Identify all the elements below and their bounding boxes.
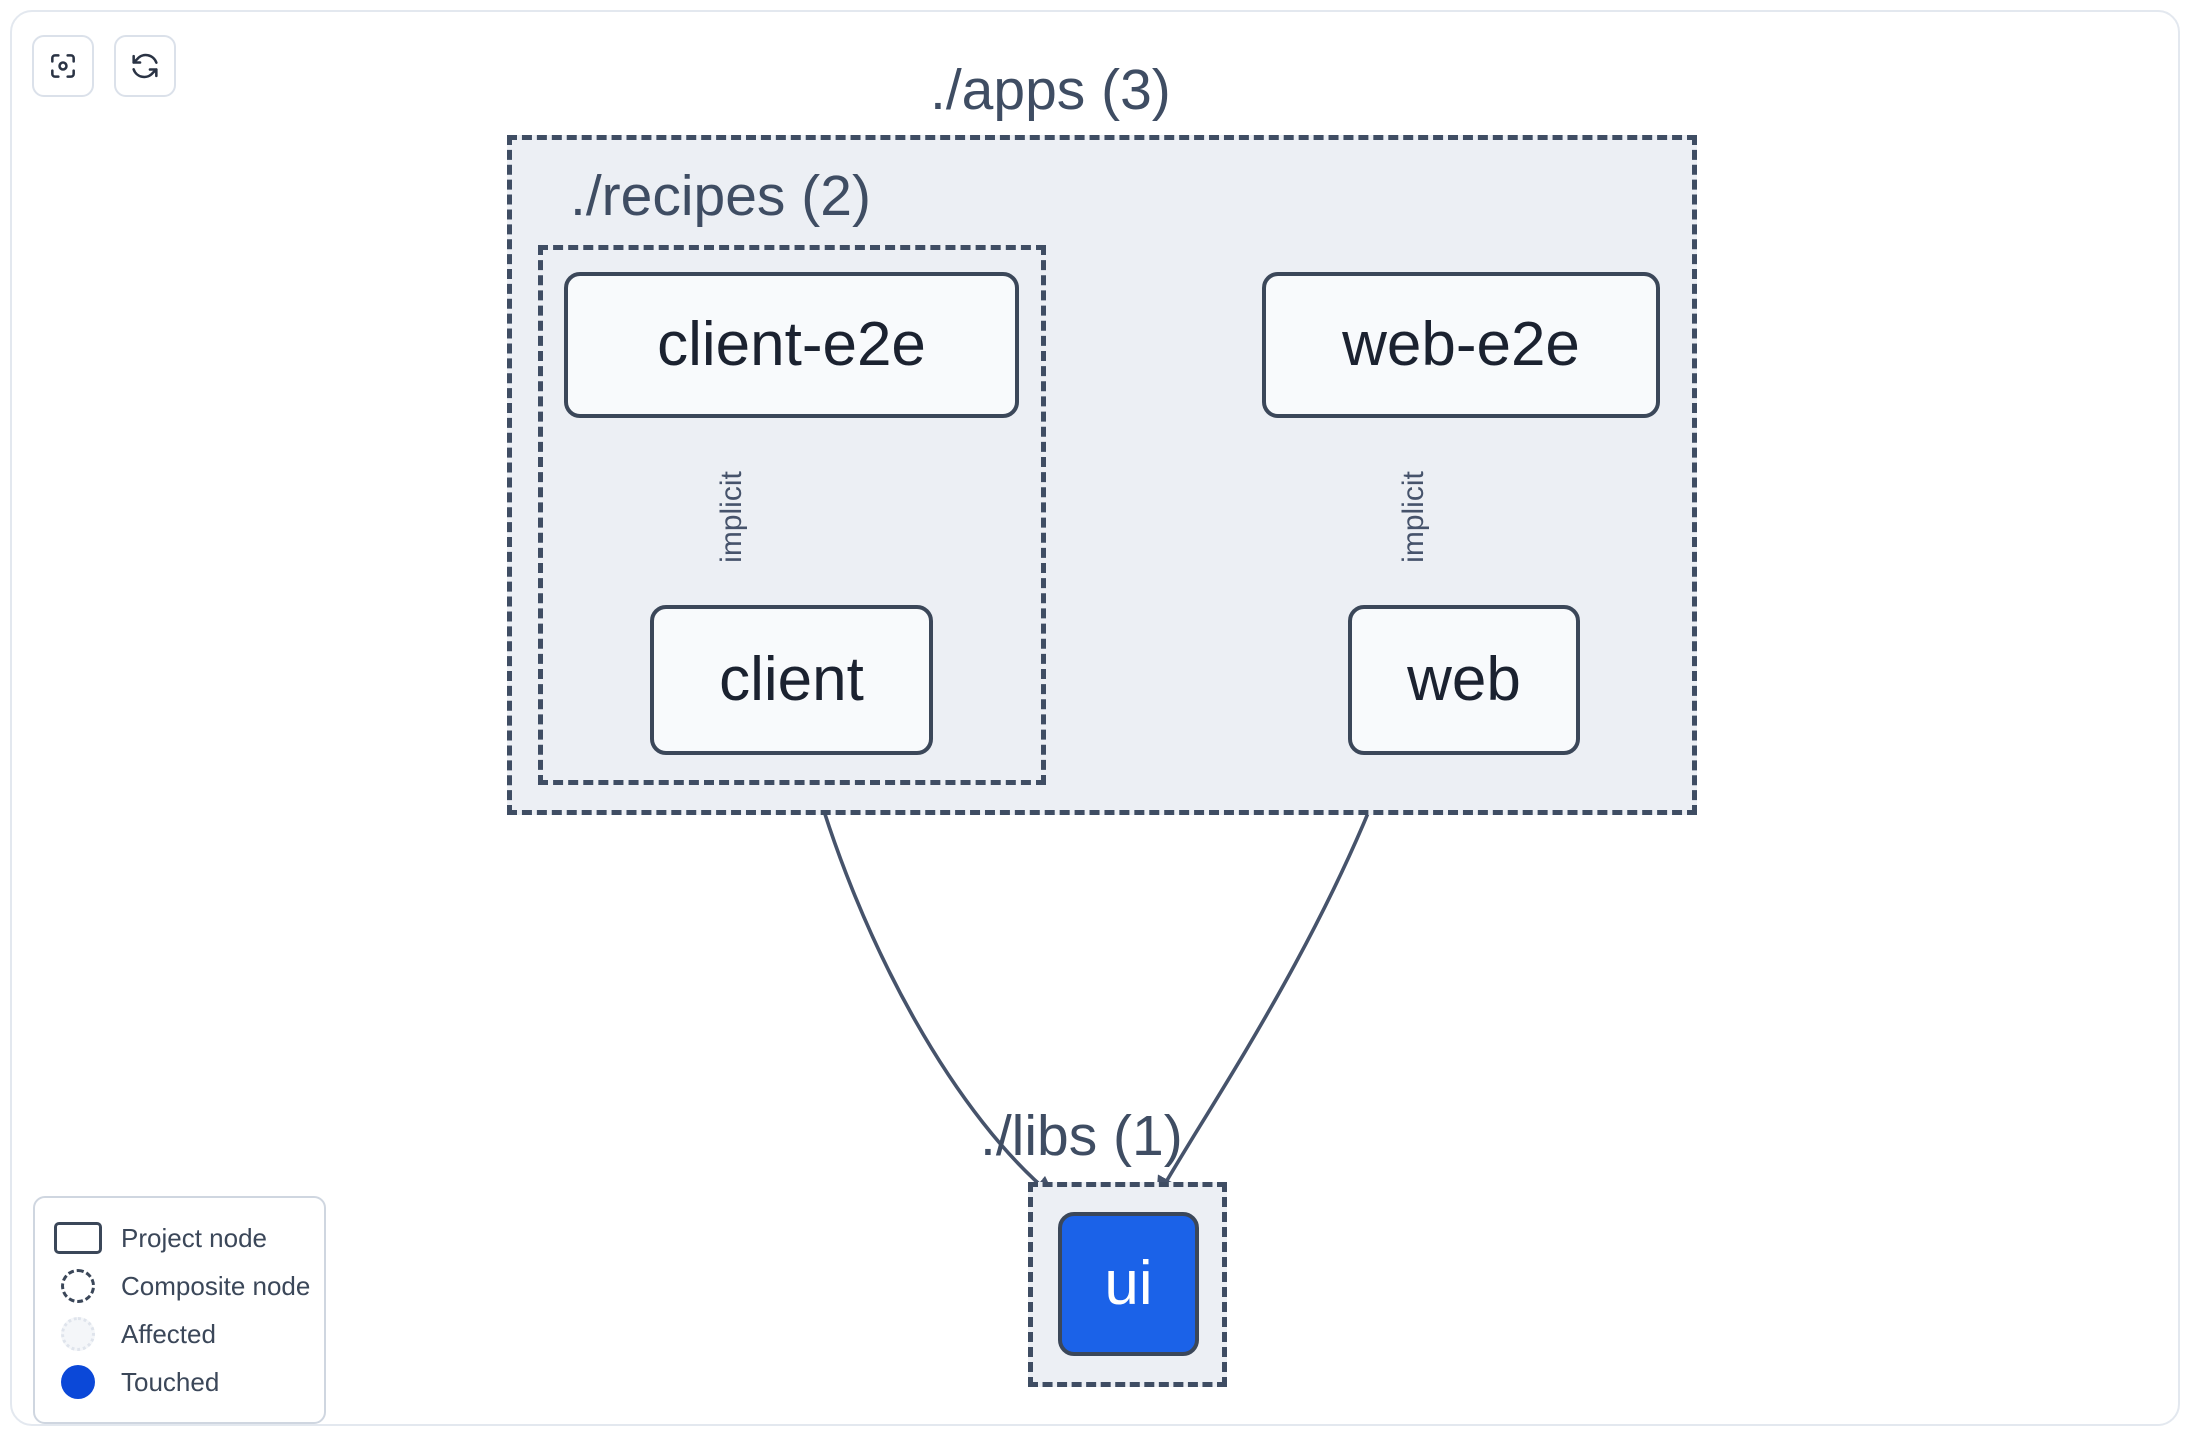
node-client[interactable]: client <box>650 605 933 755</box>
node-label-client: client <box>719 645 864 714</box>
project-node-swatch-icon <box>53 1221 103 1255</box>
refresh-graph-button[interactable] <box>114 35 176 97</box>
legend-label-composite-node: Composite node <box>121 1270 311 1301</box>
node-label-web: web <box>1407 645 1521 714</box>
legend-item-project-node: Project node <box>53 1214 306 1262</box>
group-label-recipes: ./recipes (2) <box>570 164 871 228</box>
edge-label-client-e2e-to-client: implicit <box>714 471 748 563</box>
node-label-ui: ui <box>1104 1249 1153 1318</box>
group-label-apps: ./apps (3) <box>930 58 1171 122</box>
node-label-client-e2e: client-e2e <box>657 310 926 379</box>
legend-label-affected: Affected <box>121 1318 216 1349</box>
group-label-libs: ./libs (1) <box>980 1104 1183 1168</box>
focus-graph-button[interactable] <box>32 35 94 97</box>
legend-label-project-node: Project node <box>121 1222 267 1253</box>
node-label-web-e2e: web-e2e <box>1342 310 1580 379</box>
refresh-sync-icon <box>129 50 161 82</box>
legend-label-touched: Touched <box>121 1366 220 1397</box>
node-web[interactable]: web <box>1348 605 1580 755</box>
affected-swatch-icon <box>53 1317 103 1351</box>
node-web-e2e[interactable]: web-e2e <box>1262 272 1660 418</box>
graph-legend: Project node Composite node Affected Tou… <box>33 1196 326 1424</box>
edge-label-web-e2e-to-web: implicit <box>1396 471 1430 563</box>
legend-item-touched: Touched <box>53 1358 306 1406</box>
legend-item-affected: Affected <box>53 1310 306 1358</box>
graph-toolbar <box>32 35 176 97</box>
legend-item-composite-node: Composite node <box>53 1262 310 1310</box>
touched-swatch-icon <box>53 1365 103 1399</box>
focus-target-icon <box>47 50 79 82</box>
node-client-e2e[interactable]: client-e2e <box>564 272 1019 418</box>
composite-node-swatch-icon <box>53 1269 103 1303</box>
node-ui[interactable]: ui <box>1058 1212 1199 1356</box>
